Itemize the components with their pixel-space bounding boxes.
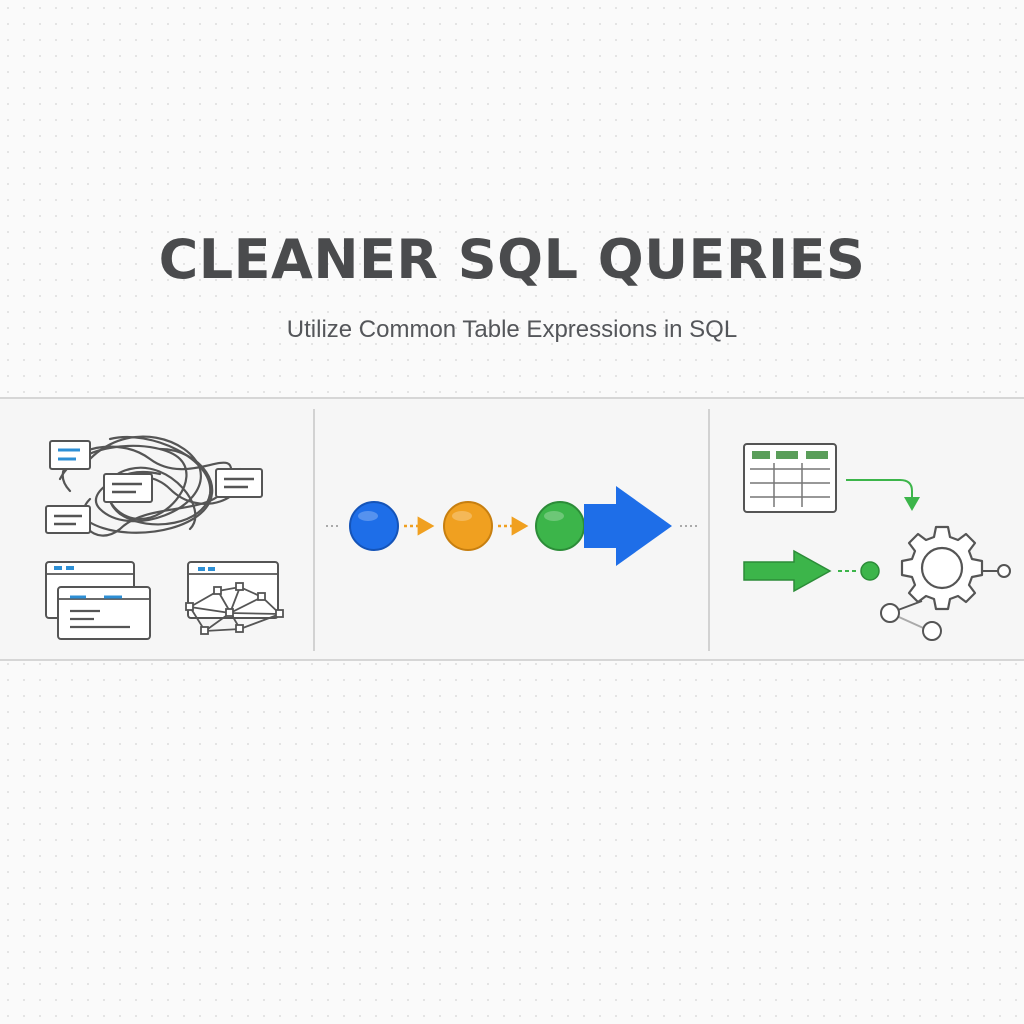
blue-arrow-icon <box>584 486 672 566</box>
green-dot-icon <box>860 561 880 581</box>
illustration-canvas <box>45 435 1011 641</box>
green-node-icon <box>535 501 585 551</box>
panel-divider-left <box>313 409 315 651</box>
connector-arrow <box>846 479 920 511</box>
page-title: CLEANER SQL QUERIES <box>158 228 866 291</box>
document-card-icon <box>49 440 91 470</box>
document-card-icon <box>215 468 263 498</box>
table-icon <box>743 443 837 513</box>
gear-icon <box>900 525 984 611</box>
document-card-icon <box>45 505 91 534</box>
orange-node-icon <box>443 501 493 551</box>
browser-window-icon <box>45 561 151 640</box>
blue-node-icon <box>349 501 399 551</box>
network-graph-icon <box>185 561 284 635</box>
panel-divider-right <box>708 409 710 651</box>
page-subtitle: Utilize Common Table Expressions in SQL <box>286 316 738 343</box>
illustration-band <box>0 397 1024 661</box>
output-node-icon <box>997 564 1011 578</box>
green-arrow-icon <box>743 549 832 593</box>
connected-nodes-icon <box>880 600 942 641</box>
document-card-icon <box>103 473 153 503</box>
